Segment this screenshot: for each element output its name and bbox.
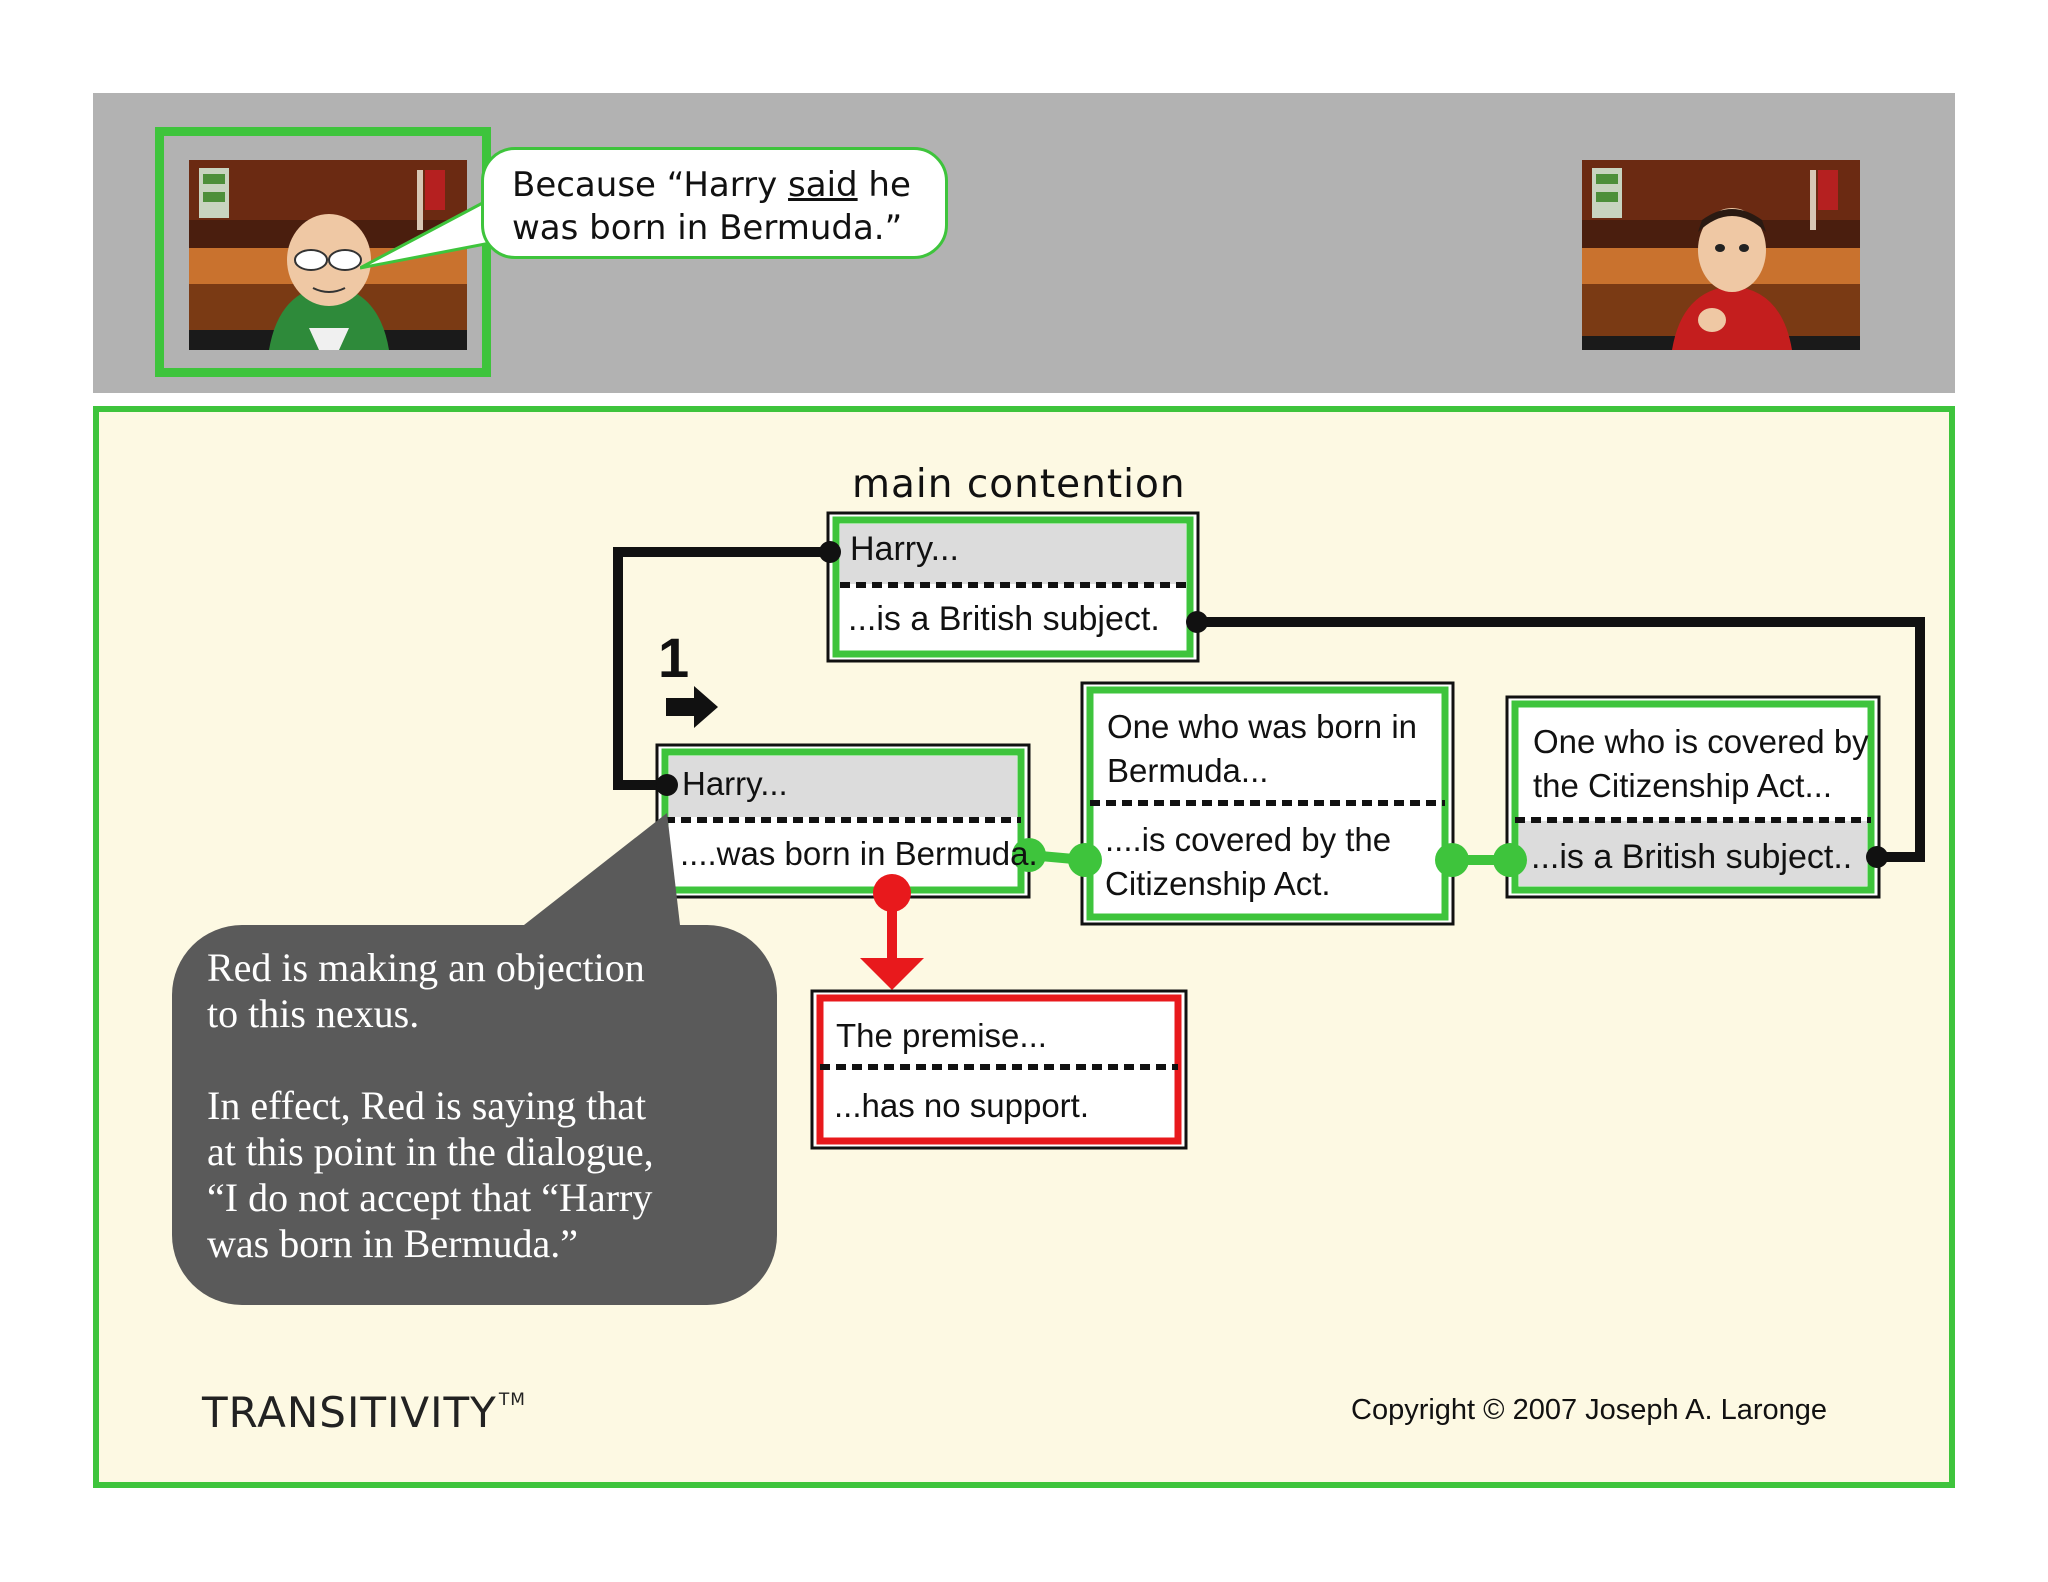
speech-bubble-tail (360, 196, 507, 270)
main-contention-subject: Harry... (850, 530, 959, 568)
copyright-notice: Copyright © 2007 Joseph A. Laronge (1351, 1394, 1828, 1426)
premise-2-subject: One who was born in Bermuda... (1107, 708, 1418, 789)
premise-3-predicate: ...is a British subject.. (1531, 838, 1853, 876)
emphasized-word: said (788, 165, 858, 205)
active-speaker-frame (155, 127, 491, 377)
premise-1-subject: Harry... (682, 765, 788, 802)
objection-explanation-callout: Red is making an objection to this nexus… (172, 925, 777, 1305)
red-speaker-avatar[interactable] (1582, 160, 1860, 350)
premise-1-predicate: ....was born in Bermuda. (680, 835, 1038, 872)
note-paragraph-2: In effect, Red is saying that at this po… (207, 1083, 654, 1266)
speech-line-2: was born in Bermuda.” (512, 208, 903, 248)
premise-2-predicate: ....is covered by the Citizenship Act. (1105, 821, 1392, 902)
speech-bubble: Because “Harry said he was born in Bermu… (481, 147, 948, 259)
objection-subject: The premise... (836, 1017, 1047, 1054)
objection-predicate: ...has no support. (834, 1087, 1089, 1124)
main-contention-title: main contention (852, 462, 1186, 507)
premise-3-subject: One who is covered by the Citizenship Ac… (1533, 723, 1869, 804)
trademark-mark: TM (498, 1390, 526, 1410)
speech-line-1: Because “Harry said he (512, 165, 911, 205)
green-speaker-avatar[interactable] (189, 160, 467, 350)
step-number: 1 (658, 626, 690, 689)
main-contention-predicate: ...is a British subject. (848, 600, 1160, 638)
note-paragraph-1: Red is making an objection to this nexus… (207, 945, 645, 1036)
